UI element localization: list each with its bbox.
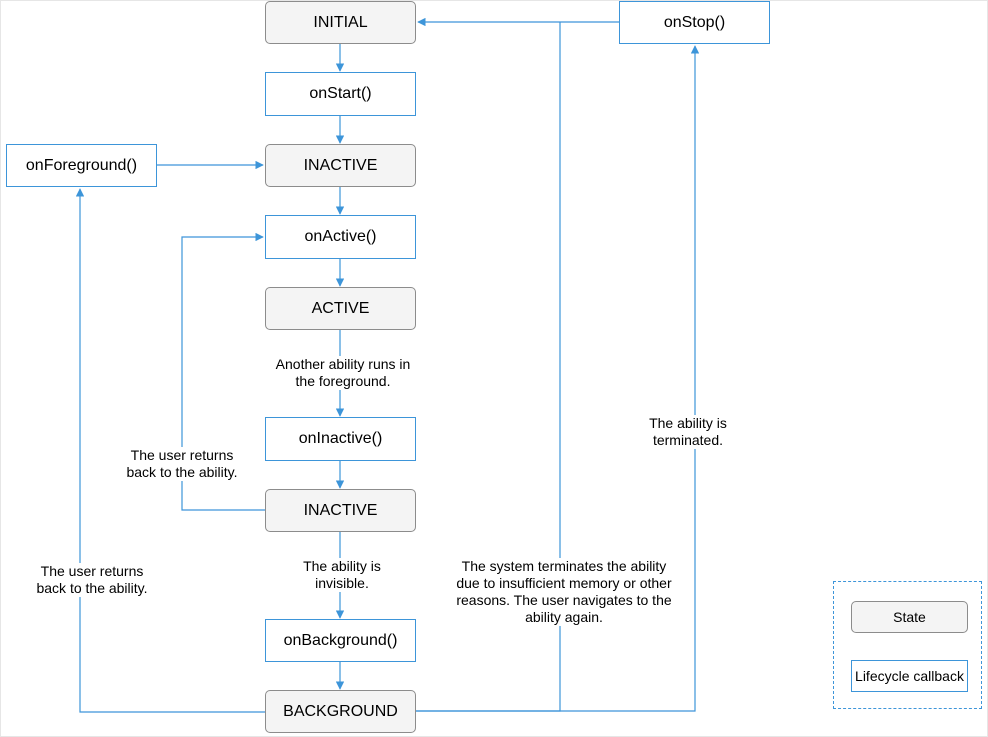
arrow-inactive-to-onactive-loop <box>181 232 265 511</box>
annotation-ability-invisible: The ability is invisible. <box>290 558 394 592</box>
state-inactive-bottom: INACTIVE <box>265 489 416 532</box>
legend-callback-label: Lifecycle callback <box>855 668 964 684</box>
state-inactive-top-label: INACTIVE <box>303 156 378 174</box>
state-inactive-top: INACTIVE <box>265 144 416 187</box>
callback-onbackground-label: onBackground() <box>283 631 398 649</box>
state-initial-label: INITIAL <box>313 13 368 31</box>
callback-onstart-label: onStart() <box>309 85 372 102</box>
legend-callback-swatch: Lifecycle callback <box>851 660 968 692</box>
callback-onbackground: onBackground() <box>265 619 416 662</box>
callback-onactive: onActive() <box>265 215 416 259</box>
callback-oninactive-label: onInactive() <box>298 430 383 447</box>
arrow-background-to-onforeground <box>75 188 265 713</box>
callback-onforeground-label: onForeground() <box>25 156 138 174</box>
callback-onactive-label: onActive() <box>304 228 377 245</box>
legend-state-label: State <box>893 609 926 625</box>
state-active-label: ACTIVE <box>311 299 370 317</box>
callback-onforeground: onForeground() <box>6 144 157 187</box>
state-background-label: BACKGROUND <box>283 702 398 720</box>
state-inactive-bottom-label: INACTIVE <box>303 501 378 519</box>
annotation-user-returns-left: The user returns back to the ability. <box>22 563 162 597</box>
state-background: BACKGROUND <box>265 690 416 733</box>
callback-onstop: onStop() <box>619 1 770 44</box>
arrow-background-to-initial <box>416 22 561 712</box>
legend: State Lifecycle callback <box>833 581 982 709</box>
annotation-user-returns-inner: The user returns back to the ability. <box>112 447 252 481</box>
legend-state-swatch: State <box>851 601 968 633</box>
callback-onstop-label: onStop() <box>663 13 726 31</box>
annotation-ability-terminated: The ability is terminated. <box>636 415 740 449</box>
annotation-another-ability: Another ability runs in the foreground. <box>266 356 420 390</box>
callback-onstart: onStart() <box>265 72 416 116</box>
state-initial: INITIAL <box>265 1 416 44</box>
annotation-system-terminates: The system terminates the ability due to… <box>452 558 676 626</box>
callback-oninactive: onInactive() <box>265 417 416 461</box>
state-active: ACTIVE <box>265 287 416 330</box>
